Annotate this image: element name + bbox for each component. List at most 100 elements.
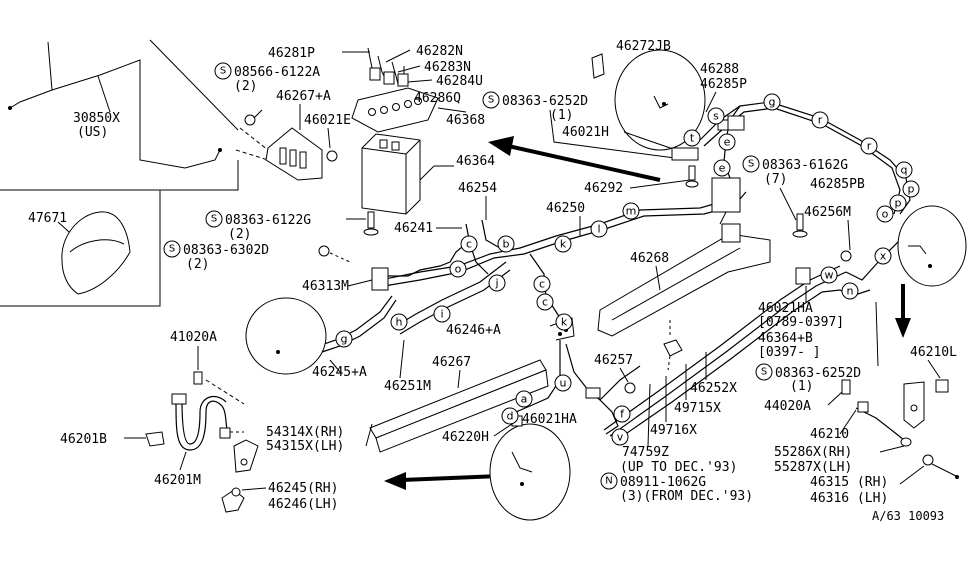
label-46368: 46368 bbox=[446, 113, 485, 128]
svg-text:s: s bbox=[713, 110, 719, 123]
label-date-0397: [0397- ] bbox=[758, 345, 821, 360]
svg-text:o: o bbox=[882, 208, 889, 221]
callout-p: p bbox=[889, 194, 907, 212]
svg-text:w: w bbox=[825, 269, 834, 282]
svg-text:b: b bbox=[503, 238, 510, 251]
callout-h: h bbox=[390, 313, 408, 331]
screw-08363-6162g: S 08363-6162G (7) bbox=[742, 155, 848, 238]
label-46281p: 46281P bbox=[268, 46, 315, 61]
callout-k2: k bbox=[555, 313, 573, 331]
label-54315x: 54315X(LH) bbox=[266, 439, 344, 454]
part-46267-rail: 46267 bbox=[365, 355, 549, 453]
label-46267: 46267 bbox=[432, 355, 471, 370]
svg-text:u: u bbox=[560, 377, 567, 390]
label-46272jb: 46272JB bbox=[616, 39, 671, 54]
label-46292: 46292 bbox=[584, 181, 623, 196]
svg-text:t: t bbox=[690, 132, 695, 145]
callout-w: w bbox=[820, 266, 838, 284]
callout-u: u bbox=[554, 374, 572, 392]
callout-e: e bbox=[718, 133, 736, 151]
callout-e2: e bbox=[713, 159, 731, 177]
label-from93: (3)(FROM DEC.'93) bbox=[620, 489, 753, 504]
label-54314x: 54314X(RH) bbox=[266, 425, 344, 440]
label-qty-2c: (2) bbox=[186, 257, 209, 272]
label-date-0789: [0789-0397] bbox=[758, 315, 844, 330]
svg-text:e: e bbox=[719, 162, 726, 175]
svg-text:i: i bbox=[440, 308, 443, 321]
label-30850x: 30850X bbox=[73, 111, 120, 126]
arrow-lower bbox=[384, 472, 501, 490]
screw-08363-6302d: S 08363-6302D (2) bbox=[163, 240, 351, 272]
label-46210: 46210 bbox=[810, 427, 849, 442]
labels-46021ha-right: 46021HA [0789-0397] 46364+B [0397- ] bbox=[758, 267, 844, 360]
label-08363-6252d-a: 08363-6252D bbox=[502, 94, 588, 109]
label-46283n: 46283N bbox=[424, 60, 471, 75]
label-46285pb: 46285PB bbox=[810, 177, 865, 192]
label-qty-2a: (2) bbox=[234, 79, 257, 94]
connector-cluster: 46281P 46282N 46283N 46284U bbox=[268, 44, 483, 89]
label-46282n: 46282N bbox=[416, 44, 463, 59]
callout-i: i bbox=[433, 305, 451, 323]
callout-p2: p bbox=[902, 180, 920, 198]
callout-s: s bbox=[707, 107, 725, 125]
callout-b: b bbox=[497, 235, 515, 253]
callout-k: k bbox=[554, 235, 572, 253]
label-46288: 46288 bbox=[700, 62, 739, 77]
label-08566: 08566-6122A bbox=[234, 65, 320, 80]
label-46257: 46257 bbox=[594, 353, 633, 368]
label-46316: 46316 (LH) bbox=[810, 491, 888, 506]
label-46246a: 46246+A bbox=[446, 323, 501, 338]
screw-symbol: S bbox=[211, 214, 217, 225]
arrow-down-right bbox=[895, 284, 911, 338]
screw-symbol: S bbox=[220, 66, 226, 77]
callout-g: g bbox=[335, 330, 353, 348]
label-qty-1b: (1) bbox=[790, 379, 813, 394]
label-46201m: 46201M bbox=[154, 473, 201, 488]
label-qty-7: (7) bbox=[764, 172, 787, 187]
callout-c: c bbox=[460, 235, 478, 253]
svg-text:g: g bbox=[769, 96, 776, 109]
svg-text:k: k bbox=[561, 316, 568, 329]
label-55286x: 55286X(RH) bbox=[774, 445, 852, 460]
screw-symbol: S bbox=[169, 244, 175, 255]
label-55287x: 55287X(LH) bbox=[774, 460, 852, 475]
label-44020a: 44020A bbox=[764, 399, 811, 414]
diagram-code: A/63 10093 bbox=[872, 509, 944, 523]
screw-symbol: S bbox=[761, 367, 767, 378]
label-46246lh: 46246(LH) bbox=[268, 497, 338, 512]
callout-l: l bbox=[590, 220, 608, 238]
label-46245a: 46245+A bbox=[312, 365, 367, 380]
label-46210l: 46210L bbox=[910, 345, 957, 360]
svg-text:l: l bbox=[597, 223, 600, 236]
screw-symbol: S bbox=[748, 159, 754, 170]
label-47671: 47671 bbox=[28, 211, 67, 226]
svg-text:a: a bbox=[521, 393, 528, 406]
label-upto93: (UP TO DEC.'93) bbox=[620, 460, 737, 475]
screw-08363-6252d-a: S 08363-6252D (1) bbox=[482, 91, 691, 161]
callout-x: x bbox=[874, 247, 892, 265]
label-46251m: 46251M bbox=[384, 379, 431, 394]
svg-text:m: m bbox=[626, 205, 637, 218]
svg-text:c: c bbox=[466, 238, 472, 251]
part-46368: 46286Q 46368 bbox=[351, 87, 485, 133]
callout-r2: r bbox=[860, 137, 878, 155]
callout-o: o bbox=[449, 260, 467, 278]
svg-text:e: e bbox=[724, 136, 731, 149]
label-08363-6162g: 08363-6162G bbox=[762, 158, 848, 173]
svg-text:g: g bbox=[341, 333, 348, 346]
label-46315: 46315 (RH) bbox=[810, 475, 888, 490]
label-08363-6122g: 08363-6122G bbox=[225, 213, 311, 228]
label-46364b: 46364+B bbox=[758, 331, 813, 346]
label-46021ha-b: 46021HA bbox=[522, 412, 577, 427]
label-46285p: 46285P bbox=[700, 77, 747, 92]
callout-n: n bbox=[841, 282, 859, 300]
callout-d: d bbox=[501, 407, 519, 425]
label-46241: 46241 bbox=[394, 221, 433, 236]
label-41020a: 41020A bbox=[170, 330, 217, 345]
svg-text:q: q bbox=[901, 164, 908, 177]
label-46313m: 46313M bbox=[302, 279, 349, 294]
label-46201b: 46201B bbox=[60, 432, 107, 447]
label-46256m: 46256M bbox=[804, 205, 851, 220]
callout-r: r bbox=[811, 111, 829, 129]
